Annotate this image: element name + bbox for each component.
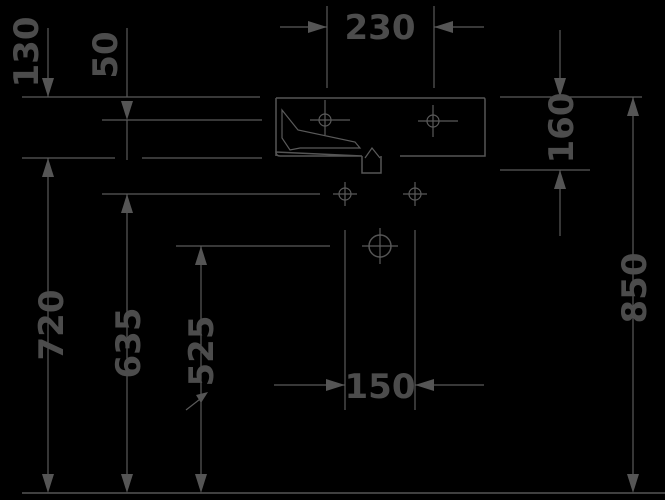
dimension-label-635: 635 bbox=[109, 308, 149, 379]
dimension-label-150: 150 bbox=[345, 367, 416, 407]
dimension-150: 150 bbox=[274, 367, 484, 407]
dimension-230: 230 bbox=[280, 6, 484, 88]
dimension-130: 130 bbox=[7, 17, 260, 480]
dimension-label-130: 130 bbox=[7, 17, 47, 88]
fixing-hole-right-icon bbox=[403, 182, 427, 206]
tap-hole-right-icon bbox=[418, 105, 458, 137]
dimension-label-525: 525 bbox=[182, 316, 222, 387]
basin-outline bbox=[275, 97, 486, 174]
dimension-label-850: 850 bbox=[615, 253, 655, 324]
dimension-label-720: 720 bbox=[32, 290, 72, 361]
dimension-160: 160 bbox=[500, 30, 642, 236]
dimension-label-160: 160 bbox=[542, 93, 582, 164]
dimension-525: 525 bbox=[176, 245, 330, 493]
waste-outlet-icon bbox=[362, 228, 398, 264]
dimension-850: 850 bbox=[615, 97, 655, 493]
fixing-hole-left-icon bbox=[333, 182, 357, 206]
dimension-label-230: 230 bbox=[345, 8, 416, 48]
tap-hole-left-icon bbox=[310, 100, 350, 135]
dimension-635: 635 bbox=[102, 193, 320, 493]
dimension-50: 50 bbox=[86, 28, 262, 160]
dimension-720: 720 bbox=[32, 290, 72, 493]
dimension-label-50: 50 bbox=[86, 31, 126, 78]
